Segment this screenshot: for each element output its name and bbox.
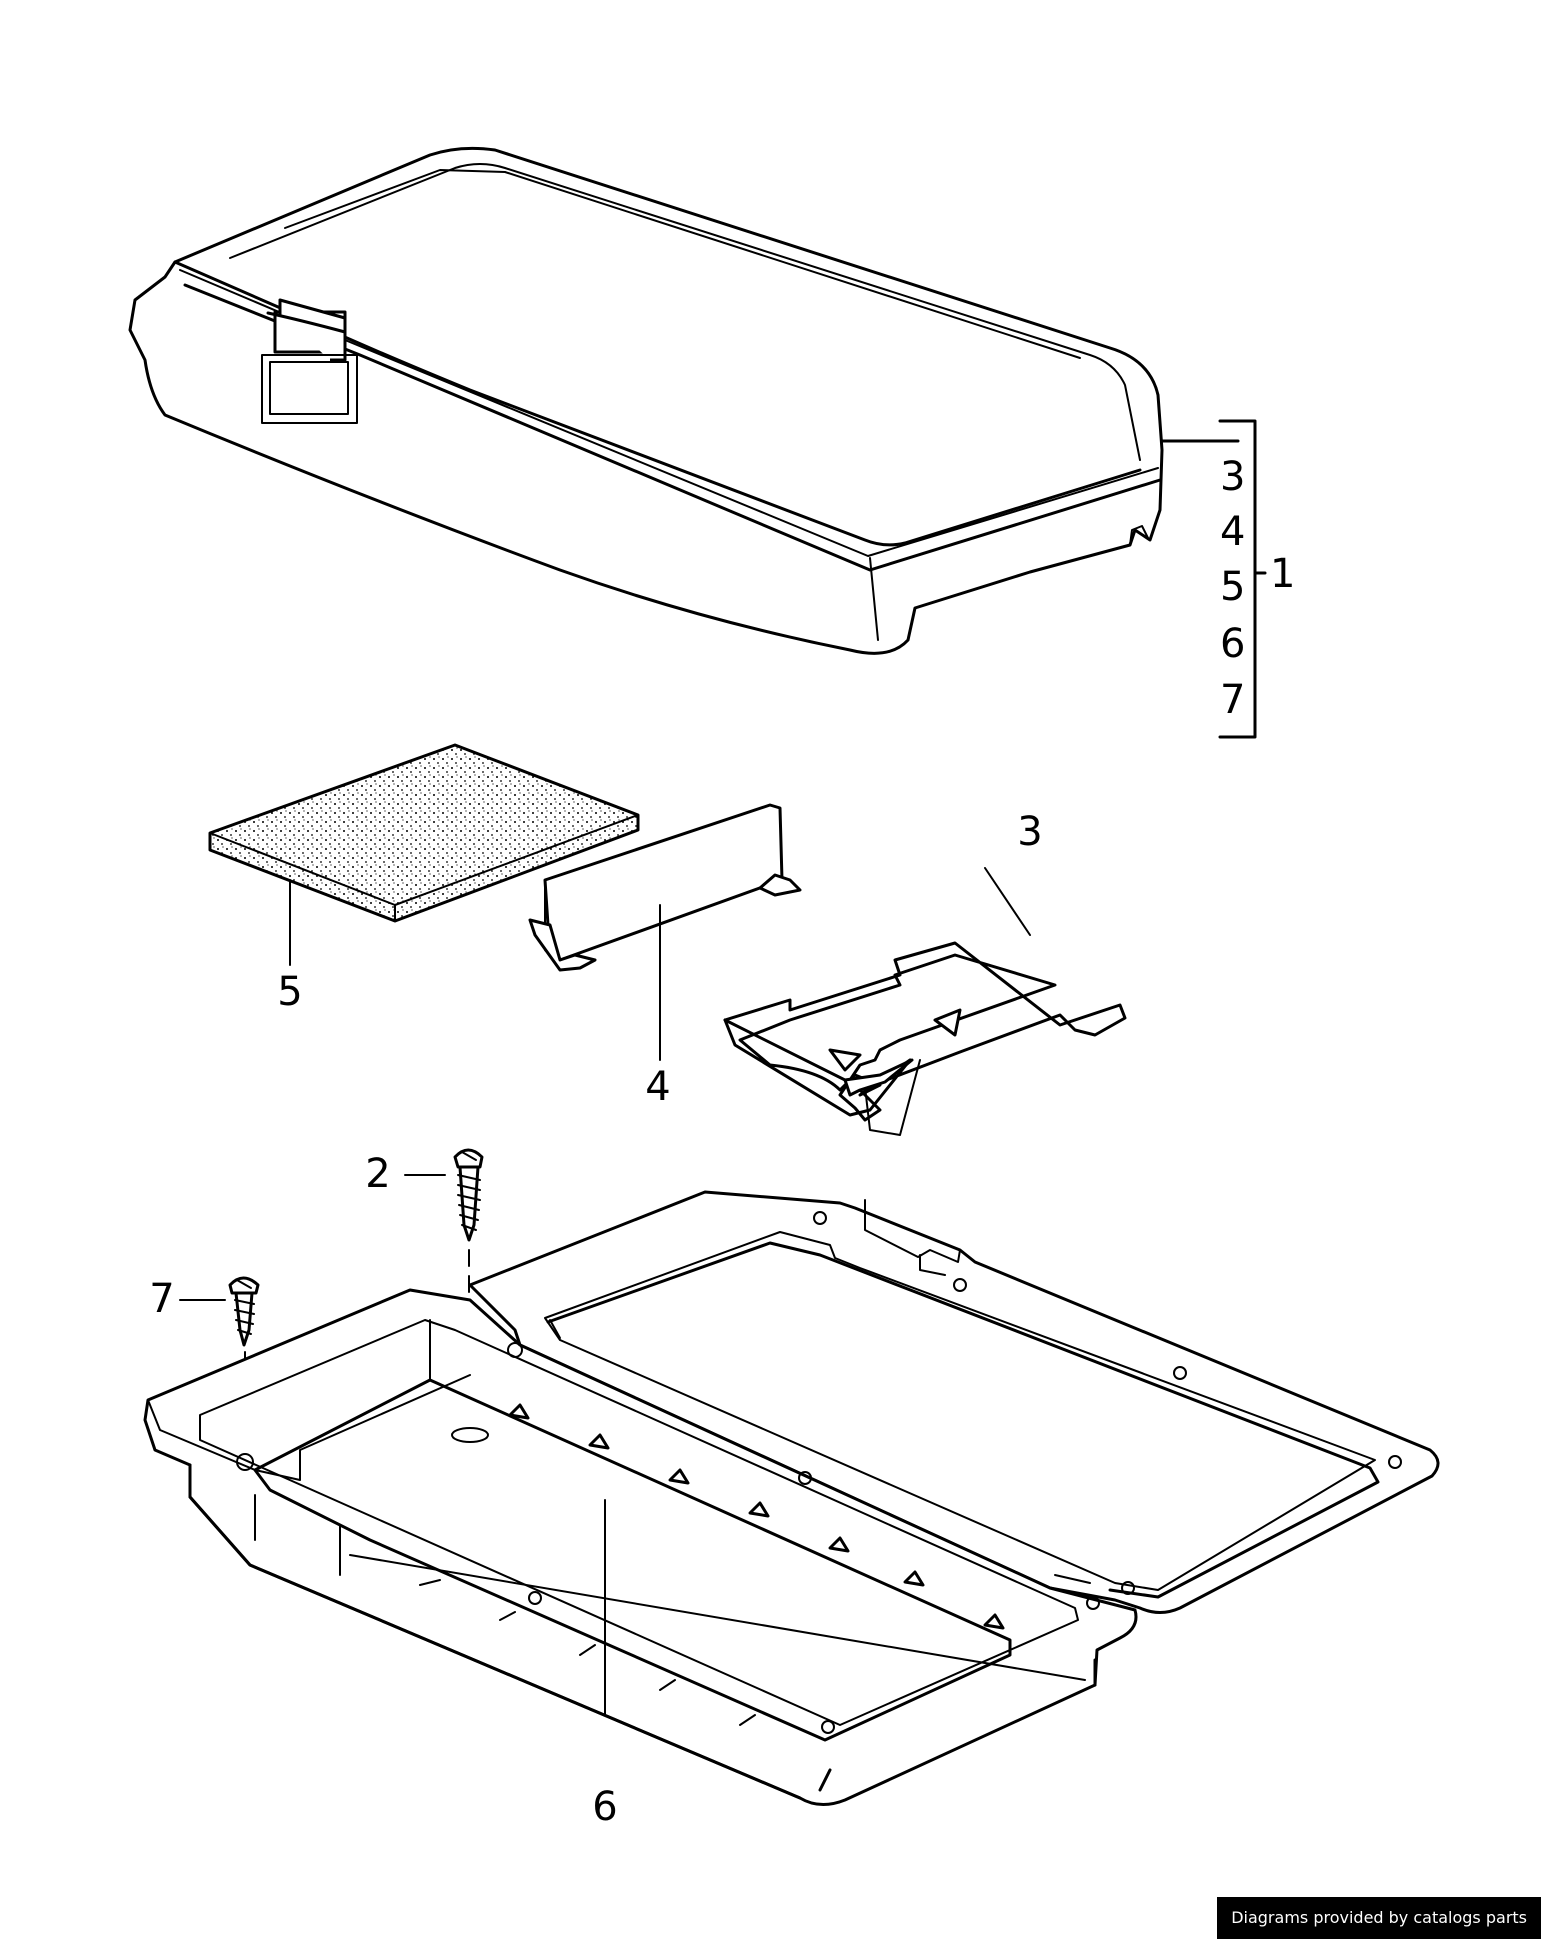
callout-5: 5 (277, 969, 302, 1015)
base-tray-part-6: 6 (143, 1190, 1440, 1830)
screw-part-7: 7 (149, 1276, 260, 1347)
bracket-item-label: 7 (1220, 677, 1245, 723)
bracket-item-label: 3 (1220, 454, 1245, 500)
bracket-item-label: 5 (1220, 564, 1245, 610)
divider-part-4: 4 (528, 803, 802, 1110)
screw-part-2: 2 (365, 1148, 484, 1242)
bracket-plate-part-3: 3 (723, 809, 1127, 1136)
bracket-item-label: 6 (1220, 621, 1245, 667)
callout-2: 2 (365, 1151, 390, 1197)
credit-footer: Diagrams provided by catalogs parts (1217, 1897, 1541, 1939)
foam-pad-part-5: 5 (208, 743, 640, 1015)
bracket-item-label: 4 (1220, 509, 1245, 555)
assembly-bracket: 3 4 5 6 7 1 (1160, 419, 1295, 739)
callout-6: 6 (592, 1784, 617, 1830)
callout-3: 3 (1017, 809, 1042, 855)
callout-4: 4 (645, 1064, 670, 1110)
callout-7: 7 (149, 1276, 174, 1322)
callout-1: 1 (1270, 551, 1295, 597)
cover-lid-part-1 (128, 146, 1164, 655)
